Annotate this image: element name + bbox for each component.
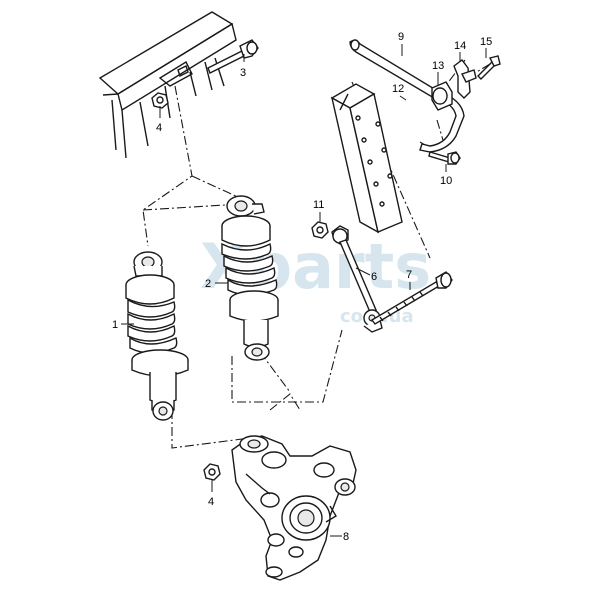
callout-7: 7 (406, 269, 412, 281)
bolt-3 (207, 39, 259, 74)
bolt-15 (477, 55, 501, 80)
callout-9: 9 (398, 31, 404, 43)
body-panel (98, 11, 237, 159)
nut-11 (311, 221, 329, 239)
callout-4-bottom: 4 (208, 496, 214, 508)
clamp-14 (453, 59, 477, 99)
callout-14: 14 (454, 40, 466, 52)
nut-4-top (151, 92, 169, 109)
callout-2: 2 (205, 278, 211, 290)
subframe-bracket-12 (330, 83, 403, 234)
callout-3: 3 (240, 67, 246, 79)
bolt-7 (370, 271, 453, 325)
leader-lines (121, 44, 487, 537)
shock-absorber-1 (125, 251, 189, 421)
nut-4-bottom (203, 463, 221, 481)
callout-8: 8 (343, 531, 349, 543)
wheel-bearing-housing-8 (231, 435, 357, 581)
callout-4-top: 4 (156, 122, 162, 134)
callout-15: 15 (480, 36, 492, 48)
bushing-13 (431, 81, 453, 111)
callout-10: 10 (440, 175, 452, 187)
shock-absorber-2 (221, 195, 279, 361)
bolt-10 (428, 151, 461, 165)
callout-11: 11 (313, 199, 324, 211)
callout-1: 1 (112, 319, 118, 331)
callout-12: 12 (392, 83, 404, 95)
callout-6: 6 (371, 271, 377, 283)
callout-13: 13 (432, 60, 444, 72)
